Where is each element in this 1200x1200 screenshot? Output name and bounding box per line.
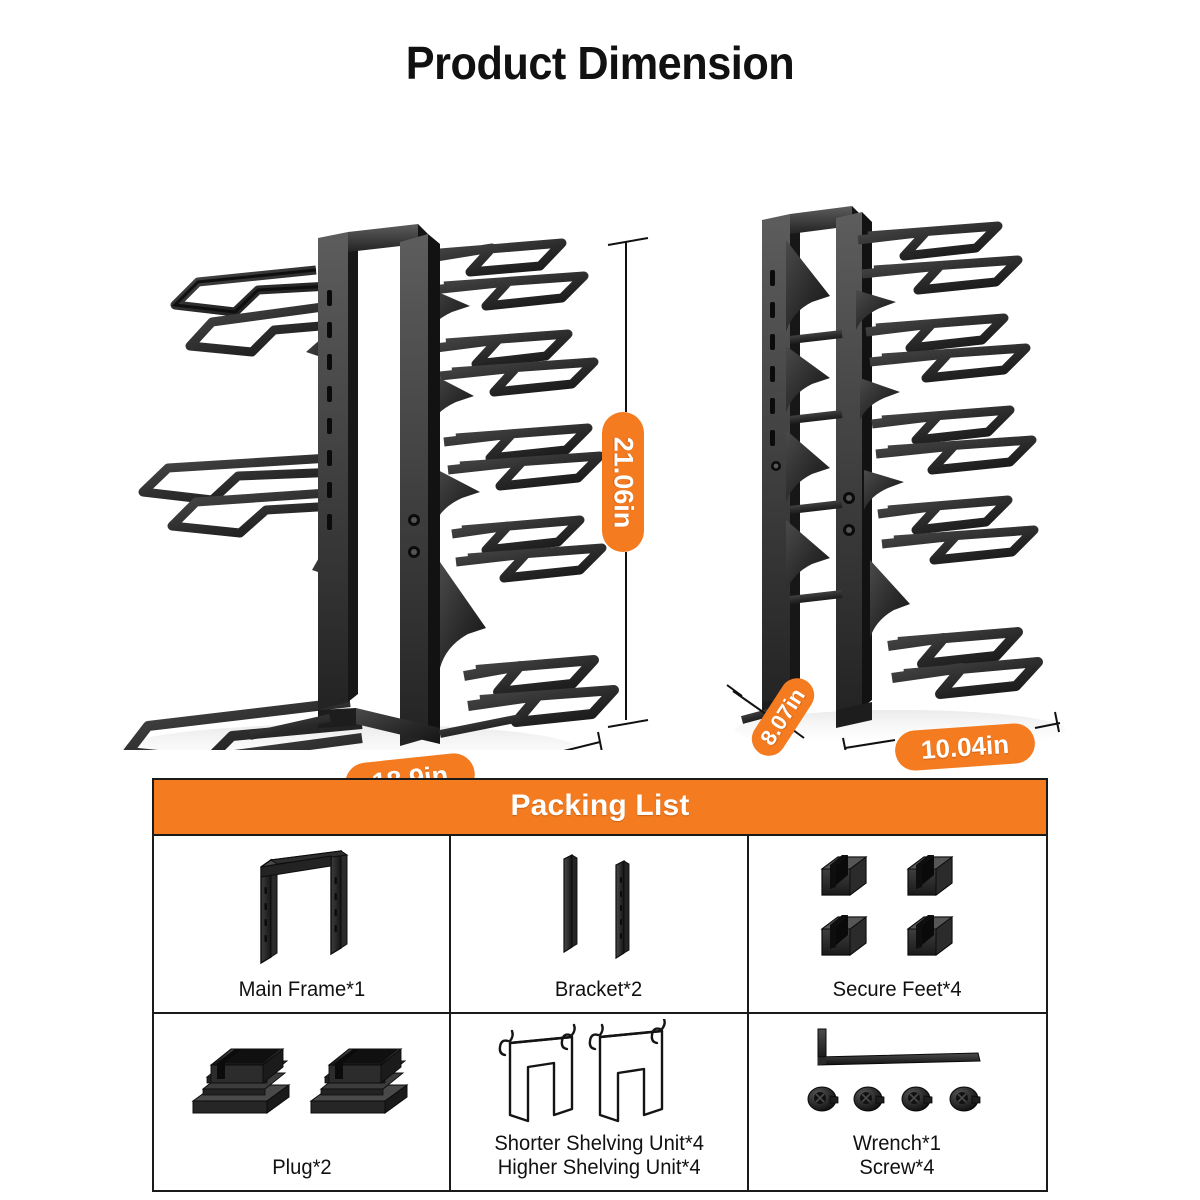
- frame-icon: [259, 849, 349, 965]
- packing-list-table: Packing List: [152, 778, 1048, 1192]
- bracket-bar-icon: [563, 853, 630, 960]
- shelf-arm: [455, 543, 607, 583]
- shelf-support-gusset: [856, 290, 910, 638]
- shelf-arm: [447, 451, 605, 491]
- packing-item-bracket: Bracket*2: [451, 836, 749, 1012]
- shelf-arm: [887, 627, 1023, 669]
- rack-perspective-view: [120, 224, 619, 750]
- packing-item-label-line2: Higher Shelving Unit*4: [497, 1155, 701, 1179]
- shelf-arm: [875, 435, 1037, 475]
- shelf-arm: [439, 357, 599, 397]
- shelf-arm: [435, 329, 573, 369]
- shelf-arm: [869, 343, 1031, 383]
- shelf-arm: [451, 515, 585, 555]
- base-rail: [318, 708, 440, 744]
- frame-post-back: [318, 232, 358, 710]
- shelf-arm: [138, 453, 341, 505]
- packing-item-wrench-screw: Wrench*1 Screw*4: [749, 1014, 1046, 1190]
- shelving-unit-icon: [498, 1018, 666, 1123]
- packing-item-label: Shorter Shelving Unit*4 Higher Shelving …: [494, 1132, 704, 1184]
- shelf-arm: [167, 487, 353, 538]
- bracket-art: [451, 836, 746, 978]
- shelf-arm: [881, 525, 1039, 565]
- packing-list-row: Main Frame*1: [154, 836, 1046, 1014]
- packing-item-secure-feet: Secure Feet*4: [749, 836, 1046, 1012]
- interior-rail: [789, 330, 843, 604]
- shelf-arm: [429, 238, 567, 277]
- product-dimension-diagram: 21.06in 18.9in 8.07in 10.04in: [0, 90, 1200, 807]
- shelf-arm: [443, 423, 593, 463]
- packing-item-main-frame: Main Frame*1: [154, 836, 452, 1012]
- packing-item-label: Main Frame*1: [238, 977, 365, 1001]
- packing-list-header: Packing List: [154, 780, 1046, 836]
- packing-item-label: Secure Feet*4: [832, 977, 962, 1001]
- page-title: Product Dimension: [405, 37, 795, 89]
- packing-item-label: Bracket*2: [555, 977, 643, 1001]
- frame-post-front: [400, 234, 440, 746]
- packing-item-plug: Plug*2: [154, 1014, 452, 1190]
- shelf-arm: [865, 313, 1009, 353]
- frame-post-front-side: [836, 212, 872, 716]
- shelf-arm: [431, 271, 589, 311]
- packing-list-row: Plug*2: [154, 1014, 1046, 1190]
- secure-foot-icon: [821, 854, 953, 956]
- packing-item-shelving-units: Shorter Shelving Unit*4 Higher Shelving …: [451, 1014, 749, 1190]
- interior-gusset: [786, 240, 830, 592]
- base-rail: [249, 714, 521, 740]
- packing-item-label: Wrench*1 Screw*4: [853, 1132, 941, 1184]
- shelf-arm: [871, 405, 1015, 445]
- shelf-arm: [861, 255, 1023, 295]
- dimension-height-value: 21.06in: [608, 436, 639, 528]
- shelf-arm: [463, 655, 599, 697]
- shelf-arm: [467, 685, 619, 727]
- packing-item-label-line1: Shorter Shelving Unit*4: [494, 1131, 704, 1155]
- shelf-arm: [891, 657, 1043, 699]
- rack-side-view: [735, 206, 1065, 750]
- wrench-screw-art: [749, 1014, 1046, 1132]
- packing-item-label-line2: Screw*4: [859, 1155, 935, 1179]
- plug-art: [154, 1014, 449, 1156]
- plug-cap-icon: [192, 1048, 408, 1114]
- packing-item-label: Plug*2: [271, 1155, 332, 1179]
- dimension-front-width-label: 10.04in: [893, 722, 1037, 772]
- shelving-unit-art: [451, 1014, 746, 1132]
- wrench-screw-icon: [807, 1028, 981, 1112]
- shelf-arm: [185, 301, 345, 357]
- shelf-arm: [857, 221, 1003, 261]
- packing-item-label-line1: Wrench*1: [853, 1131, 942, 1155]
- dimension-height-label: 21.06in: [602, 412, 644, 552]
- secure-feet-art: [749, 836, 1046, 978]
- main-frame-art: [154, 836, 449, 978]
- shelf-arm: [877, 495, 1013, 535]
- product-render-svg: [120, 206, 1065, 750]
